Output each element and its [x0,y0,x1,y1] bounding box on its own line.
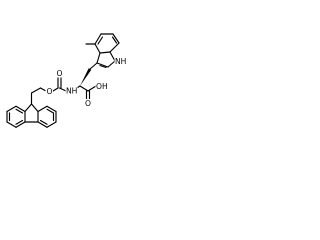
amide-nh-label: NH [66,87,77,96]
indole-group [85,33,120,70]
carboxyl-oxygen-label: O [85,99,91,108]
hydroxyl-label: OH [96,82,108,91]
amino-acid-backbone [79,68,97,101]
carbonyl-oxygen-label: O [57,69,63,78]
ring-nh-label: NH [115,57,126,66]
atom-labels: NH O O NH O OH [45,57,127,108]
fluorenyl-group [6,87,57,128]
carbamate-oxygen-label: O [47,87,53,96]
chemical-structure: NH O O NH O OH [6,33,127,128]
stereo-wedge-bond [80,68,92,86]
